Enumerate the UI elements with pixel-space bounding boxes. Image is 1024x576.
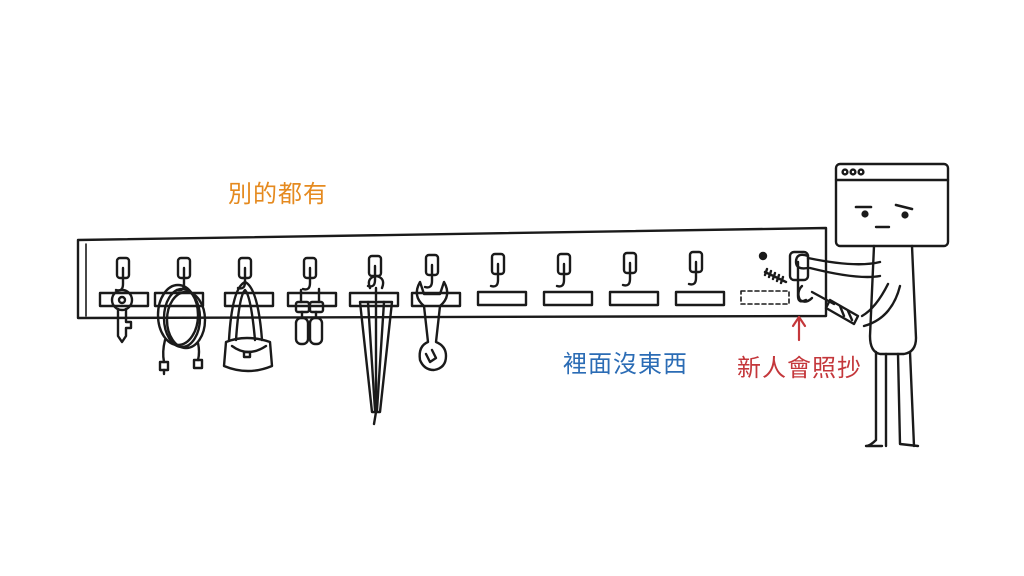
annotation-newcomer-copies: 新人會照抄	[737, 354, 862, 382]
label-strip	[476, 290, 528, 307]
empty-hook	[489, 252, 506, 288]
browser-head-character	[834, 162, 950, 248]
empty-hook	[687, 250, 704, 286]
hook	[423, 253, 440, 289]
label-strip	[286, 291, 338, 308]
wrench-icon	[415, 280, 449, 372]
cable-icon	[156, 283, 207, 376]
annotation-empty-inside: 裡面沒東西	[563, 350, 688, 378]
label-strip	[608, 290, 660, 307]
screw-hole	[758, 251, 768, 261]
empty-hook	[555, 252, 572, 288]
label-strip	[674, 290, 726, 307]
wooden-board	[76, 226, 828, 320]
umbrella-icon	[358, 274, 394, 426]
eyebrow-right	[894, 203, 914, 211]
label-strip	[98, 291, 150, 308]
label-strip	[223, 291, 275, 308]
eye-left	[861, 210, 869, 218]
annotation-others-have: 別的都有	[228, 180, 328, 208]
character-body	[794, 244, 920, 448]
hook	[301, 256, 318, 291]
new-label-strip-dashed	[740, 290, 790, 305]
empty-hook	[621, 251, 638, 287]
screw-icon	[763, 267, 788, 285]
eye-right	[901, 211, 909, 219]
label-strip	[542, 290, 594, 307]
key-icon	[110, 288, 134, 344]
label-strip	[348, 291, 400, 308]
arrow-up-icon	[791, 315, 807, 342]
glasses-icon	[294, 287, 325, 346]
screwdriver-icon	[810, 290, 860, 326]
handbag-icon	[222, 280, 274, 373]
